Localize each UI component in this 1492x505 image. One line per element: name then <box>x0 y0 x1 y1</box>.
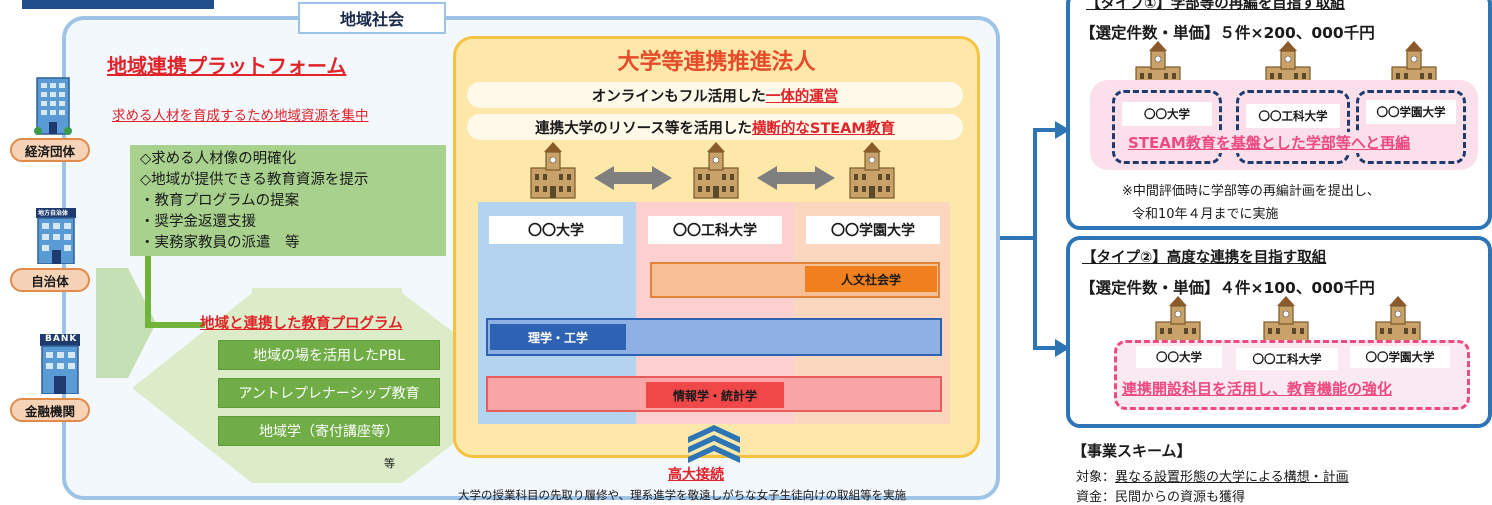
university-name: 〇〇学園大学 <box>806 216 940 244</box>
chevron-up-icon <box>688 425 740 463</box>
header-strip <box>22 0 214 9</box>
city-hall-icon <box>34 206 78 265</box>
education-title: 地域と連携した教育プログラム <box>200 316 403 332</box>
university-tag: 〇〇学園大学 <box>1366 100 1456 124</box>
field-label: 情報学・統計学 <box>646 382 784 408</box>
scheme-fund: 資金：民間からの資源も獲得 <box>1076 490 1246 505</box>
dashed-frame <box>1356 90 1466 164</box>
type1-note: 令和10年４月までに実施 <box>1132 207 1279 222</box>
actor-label-financial: 金融機関 <box>10 398 90 422</box>
education-item: アントレプレナーシップ教育 <box>218 378 440 408</box>
field-label: 理学・工学 <box>490 324 626 350</box>
corporation-line1: オンラインもフル活用した一体的運営 <box>467 82 963 108</box>
type2-title: 【タイプ②】高度な連携を目指す取組 <box>1082 250 1327 266</box>
platform-item: ◇求める人材像の明確化 <box>140 151 297 167</box>
education-etc: 等 <box>384 457 395 470</box>
actor-arrow <box>96 268 156 378</box>
university-tag: 〇〇学園大学 <box>1350 346 1450 368</box>
double-arrow-icon <box>757 166 835 190</box>
highschool-connection: 高大接続 <box>668 467 724 483</box>
university-tag: 〇〇大学 <box>1136 346 1222 368</box>
corporation-title: 大学等連携推進法人 <box>617 50 816 75</box>
university-building-icon <box>849 141 895 199</box>
education-item: 地域の場を活用したPBL <box>218 340 440 370</box>
platform-title: 地域連携プラットフォーム <box>107 54 347 78</box>
scheme-target: 対象：異なる設置形態の大学による構想・計画 <box>1076 470 1349 485</box>
platform-item: ・教育プログラムの提案 <box>140 193 300 209</box>
platform-item: ・実務家教員の派遣 等 <box>140 235 300 251</box>
university-tag: 〇〇工科大学 <box>1236 348 1338 370</box>
actor-label-economic: 経済団体 <box>10 138 90 162</box>
platform-subtitle: 求める人材を育成するため地域資源を集中 <box>112 108 369 124</box>
corporation-note: 大学の授業科目の先取り履修や、理系進学を敬遠しがちな女子生徒向けの取組等を実施 <box>458 488 907 502</box>
type2-banner: 連携開設科目を活用し、教育機能の強化 <box>1122 380 1393 398</box>
type1-title: 【タイプ①】学部等の再編を目指す取組 <box>1086 0 1345 12</box>
platform-item: ◇地域が提供できる教育資源を提示 <box>140 172 369 188</box>
university-tag: 〇〇工科大学 <box>1246 104 1340 128</box>
office-building-icon <box>34 74 72 136</box>
university-tag: 〇〇大学 <box>1122 102 1212 126</box>
type2-price: 【選定件数・単価】４件×100、000千円 <box>1080 279 1375 297</box>
university-name: 〇〇工科大学 <box>648 216 782 244</box>
field-label: 人文社会学 <box>805 266 937 292</box>
type1-banner: STEAM教育を基盤とした学部等へと再編 <box>1126 132 1413 153</box>
double-arrow-icon <box>594 166 672 190</box>
connector-line <box>145 322 205 328</box>
platform-item: ・奨学金返還支援 <box>140 214 256 230</box>
connector-line <box>145 256 151 328</box>
scheme-title: 【事業スキーム】 <box>1072 442 1192 460</box>
actor-label-municipality: 自治体 <box>10 268 90 292</box>
corporation-line2: 連携大学のリソース等を活用した横断的なSTEAM教育 <box>467 114 963 140</box>
university-name: 〇〇大学 <box>489 216 623 244</box>
bank-sign: BANK <box>45 334 78 344</box>
university-building-icon <box>530 141 576 199</box>
dashed-frame <box>1236 90 1350 164</box>
branch-arrows <box>1000 121 1070 357</box>
type1-price: 【選定件数・単価】５件×200、000千円 <box>1080 24 1375 42</box>
university-building-icon <box>693 141 739 199</box>
education-item: 地域学（寄付講座等） <box>218 416 440 446</box>
region-label: 地域社会 <box>298 2 446 34</box>
bank-icon <box>38 332 82 395</box>
city-hall-sign: 地方自治体 <box>38 210 69 217</box>
platform-list: ◇求める人材像の明確化 ◇地域が提供できる教育資源を提示 ・教育プログラムの提案… <box>130 145 446 256</box>
dashed-frame <box>1112 90 1222 164</box>
type1-note: ※中間評価時に学部等の再編計画を提出し、 <box>1122 184 1380 199</box>
